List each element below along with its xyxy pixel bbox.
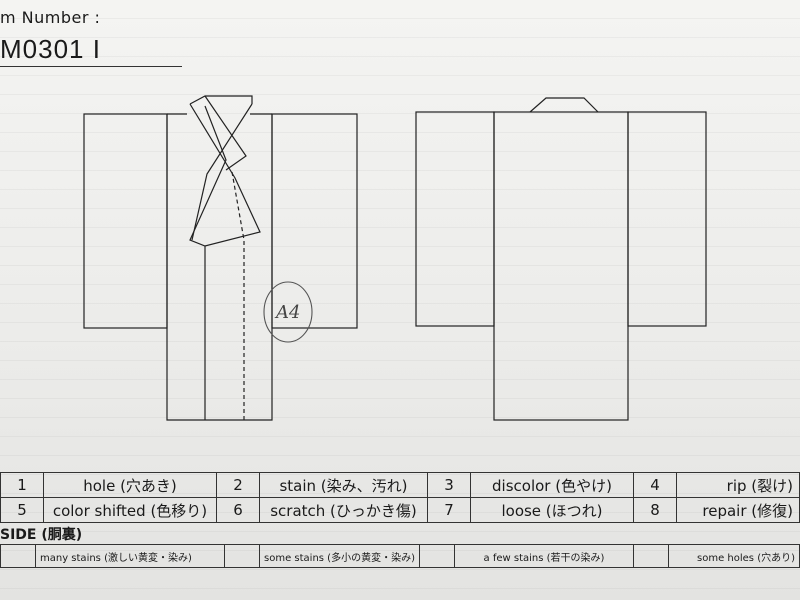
kimono-front [83, 95, 358, 421]
back-left-sleeve [415, 111, 495, 327]
legend-num: 4 [633, 472, 677, 498]
front-body [166, 114, 273, 421]
legend-num: 8 [633, 497, 677, 523]
side-checkbox[interactable] [0, 544, 36, 568]
legend-row: 5 color shifted (色移り) 6 scratch (ひっかき傷) … [0, 497, 800, 523]
legend-row: 1 hole (穴あき) 2 stain (染み、汚れ) 3 discolor … [0, 472, 800, 498]
handwritten-note: A4 [274, 302, 300, 323]
back-body [493, 111, 629, 421]
front-collar-top [189, 95, 253, 105]
legend-label: repair (修復) [676, 497, 800, 523]
legend-label: color shifted (色移り) [43, 497, 217, 523]
side-row: many stains (激しい黄変・染み) some stains (多小の黄… [0, 544, 800, 568]
legend-num: 2 [216, 472, 260, 498]
kimono-back [415, 97, 707, 421]
legend-label: hole (穴あき) [43, 472, 217, 498]
front-left-sleeve [83, 113, 168, 329]
side-option: a few stains (若干の染み) [453, 544, 634, 568]
item-number-underline [0, 66, 182, 67]
legend-label: discolor (色やけ) [470, 472, 634, 498]
handwritten-mark [263, 281, 313, 343]
item-number-label: m Number : [0, 8, 101, 27]
legend-num: 5 [0, 497, 44, 523]
back-right-sleeve [627, 111, 707, 327]
legend-label: loose (ほつれ) [470, 497, 634, 523]
legend-label: rip (裂け) [676, 472, 800, 498]
side-options-table: many stains (激しい黄変・染み) some stains (多小の黄… [0, 544, 800, 568]
side-checkbox[interactable] [632, 544, 669, 568]
damage-legend-table: 1 hole (穴あき) 2 stain (染み、汚れ) 3 discolor … [0, 472, 800, 523]
legend-num: 3 [427, 472, 471, 498]
legend-num: 7 [427, 497, 471, 523]
side-option: some holes (穴あり) [667, 544, 800, 568]
side-checkbox[interactable] [418, 544, 455, 568]
legend-num: 6 [216, 497, 260, 523]
legend-label: scratch (ひっかき傷) [259, 497, 428, 523]
side-option: many stains (激しい黄変・染み) [35, 544, 225, 568]
back-collar [529, 97, 599, 113]
item-number: M0301 I [0, 34, 101, 64]
kimono-diagram: A4 [83, 95, 707, 421]
front-right-sleeve [271, 113, 358, 329]
legend-num: 1 [0, 472, 44, 498]
front-overlap-dashed [231, 171, 245, 420]
side-option: some stains (多小の黄変・染み) [259, 544, 420, 568]
side-section-title: SIDE (胴裏) [0, 527, 83, 543]
legend-label: stain (染み、汚れ) [259, 472, 428, 498]
side-checkbox[interactable] [224, 544, 260, 568]
